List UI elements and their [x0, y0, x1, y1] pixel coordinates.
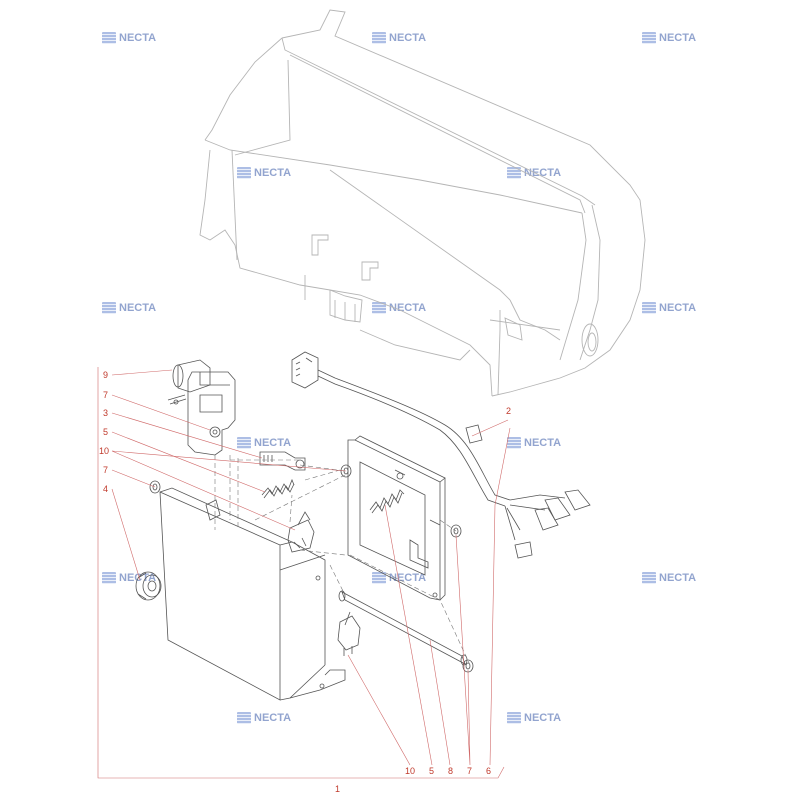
watermark-text: NECTA [119, 32, 157, 44]
watermark-logo: NECTA [237, 708, 295, 728]
watermark-logo: NECTA [102, 298, 160, 318]
wiring-harness-part-6 [291, 351, 591, 559]
necta-logo-icon [102, 32, 116, 44]
watermark-logo: NECTA [642, 568, 700, 588]
spring-part-5-right [369, 489, 405, 514]
necta-logo-icon [237, 437, 251, 449]
callout-10: 10 [99, 446, 109, 456]
callout-10: 10 [405, 766, 415, 776]
watermark-text: NECTA [389, 302, 427, 314]
callout-9: 9 [103, 370, 108, 380]
callout-3: 3 [103, 408, 108, 418]
watermark-logo: NECTA [102, 28, 160, 48]
necta-logo-icon [507, 437, 521, 449]
cam-part-3 [259, 451, 306, 471]
watermark-text: NECTA [659, 302, 697, 314]
callout-2: 2 [506, 406, 511, 416]
callout-5: 5 [103, 427, 108, 437]
assembly-lines [214, 455, 471, 666]
necta-logo-icon [642, 572, 656, 584]
watermark-logo: NECTA [642, 28, 700, 48]
micro-switch-part-10-upper [287, 511, 315, 553]
necta-logo-icon [372, 572, 386, 584]
watermark-text: NECTA [659, 572, 697, 584]
leader-lines [97, 367, 511, 779]
gear-wheel-part-4 [135, 571, 162, 601]
callout-7: 7 [103, 390, 108, 400]
necta-logo-icon [507, 167, 521, 179]
watermark-text: NECTA [389, 32, 427, 44]
cover-box [159, 487, 346, 701]
necta-logo-icon [507, 712, 521, 724]
gear-motor-part-9 [167, 359, 236, 456]
watermark-logo: NECTA [507, 433, 565, 453]
watermark-logo: NECTA [372, 28, 430, 48]
shaft-part-8 [338, 590, 468, 666]
watermark-text: NECTA [254, 167, 292, 179]
callout-5: 5 [429, 766, 434, 776]
retaining-clip-part-7 [149, 464, 474, 673]
watermark-text: NECTA [659, 32, 697, 44]
callout-8: 8 [448, 766, 453, 776]
callout-labels: 9 7 3 5 10 7 4 2 10 5 8 7 6 1 [99, 370, 511, 794]
watermark-logo: NECTA [507, 163, 565, 183]
watermark-text: NECTA [254, 712, 292, 724]
necta-logo-icon [237, 712, 251, 724]
watermark-text: NECTA [524, 437, 562, 449]
watermark-text: NECTA [119, 572, 157, 584]
bracket-plate [347, 435, 446, 601]
necta-logo-icon [642, 32, 656, 44]
necta-logo-icon [642, 302, 656, 314]
callout-1: 1 [335, 784, 340, 794]
watermark-logo: NECTA [237, 433, 295, 453]
watermark-logo: NECTA [237, 163, 295, 183]
watermark-logo: NECTA [507, 708, 565, 728]
watermark-text: NECTA [524, 167, 562, 179]
spring-part-5-left [261, 478, 295, 499]
watermark-logo: NECTA [642, 298, 700, 318]
watermark-text: NECTA [119, 302, 157, 314]
micro-switch-part-10-lower [337, 611, 361, 656]
necta-logo-icon [102, 572, 116, 584]
watermark-logo: NECTA [102, 568, 160, 588]
watermark-text: NECTA [254, 437, 292, 449]
necta-logo-icon [372, 302, 386, 314]
necta-logo-icon [102, 302, 116, 314]
callout-6: 6 [486, 766, 491, 776]
hopper-housing [199, 9, 646, 397]
callout-4: 4 [103, 484, 108, 494]
watermark-text: NECTA [524, 712, 562, 724]
callout-7: 7 [467, 766, 472, 776]
watermark-logo: NECTA [372, 298, 430, 318]
necta-logo-icon [372, 32, 386, 44]
necta-logo-icon [237, 167, 251, 179]
callout-7: 7 [103, 465, 108, 475]
